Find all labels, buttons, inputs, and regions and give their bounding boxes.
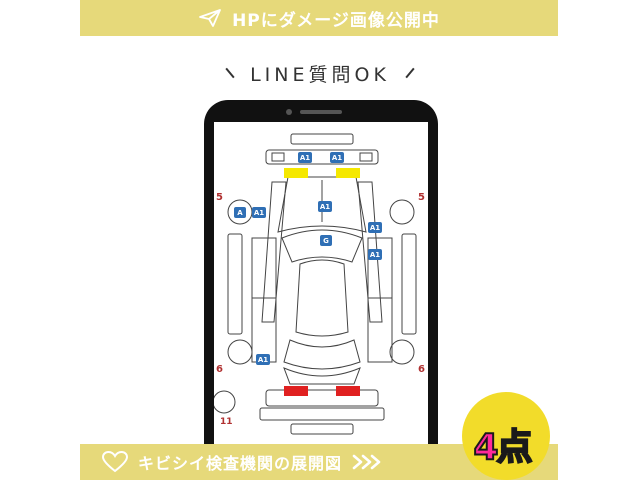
paper-plane-icon	[199, 9, 221, 27]
damage-marker: A1	[252, 207, 266, 218]
damage-marker: A1	[330, 152, 344, 163]
top-banner: HPにダメージ画像公開中	[80, 0, 558, 36]
decor-dash-left	[225, 67, 235, 79]
svg-text:A1: A1	[370, 224, 380, 232]
svg-text:A1: A1	[320, 203, 330, 211]
damage-marker: A1	[368, 249, 382, 260]
svg-text:A1: A1	[300, 154, 310, 162]
svg-text:A: A	[237, 209, 243, 217]
svg-text:A1: A1	[332, 154, 342, 162]
damage-marker: A1	[298, 152, 312, 163]
phone-speaker	[300, 110, 342, 114]
grade-badge-text: 4点	[472, 426, 533, 469]
phone-camera	[286, 109, 292, 115]
svg-text:A1: A1	[370, 251, 380, 259]
damage-marker: A1	[318, 201, 332, 212]
top-banner-text: HPにダメージ画像公開中	[232, 10, 440, 31]
bottom-banner-text: キビシイ検査機関の展開図	[138, 454, 343, 473]
side-number-rear-right: 6	[418, 364, 425, 375]
side-number-rear-left: 6	[216, 364, 223, 375]
decor-dash-right	[405, 67, 415, 79]
grade-badge-circle	[462, 392, 550, 480]
phone-screen: A1 A1 A A1 A1	[212, 122, 428, 472]
car-damage-diagram: A1 A1 A A1 A1	[212, 133, 425, 435]
side-number-spare: 11	[220, 417, 233, 427]
double-chevron-right-icon	[352, 454, 381, 470]
damage-marker: A1	[256, 354, 270, 365]
heart-outline-icon	[102, 451, 128, 473]
svg-text:A1: A1	[254, 209, 264, 217]
damage-marker: A	[234, 207, 246, 218]
side-number-front-right: 5	[418, 192, 425, 203]
line-heading-text: LINE質問OK	[250, 63, 390, 86]
side-number-front-left: 5	[216, 192, 223, 203]
damage-marker: A1	[368, 222, 382, 233]
damage-marker: G	[320, 235, 332, 246]
svg-text:G: G	[323, 237, 329, 245]
svg-text:A1: A1	[258, 356, 268, 364]
phone-frame: A1 A1 A A1 A1	[204, 100, 438, 472]
line-heading: LINE質問OK	[190, 58, 450, 88]
